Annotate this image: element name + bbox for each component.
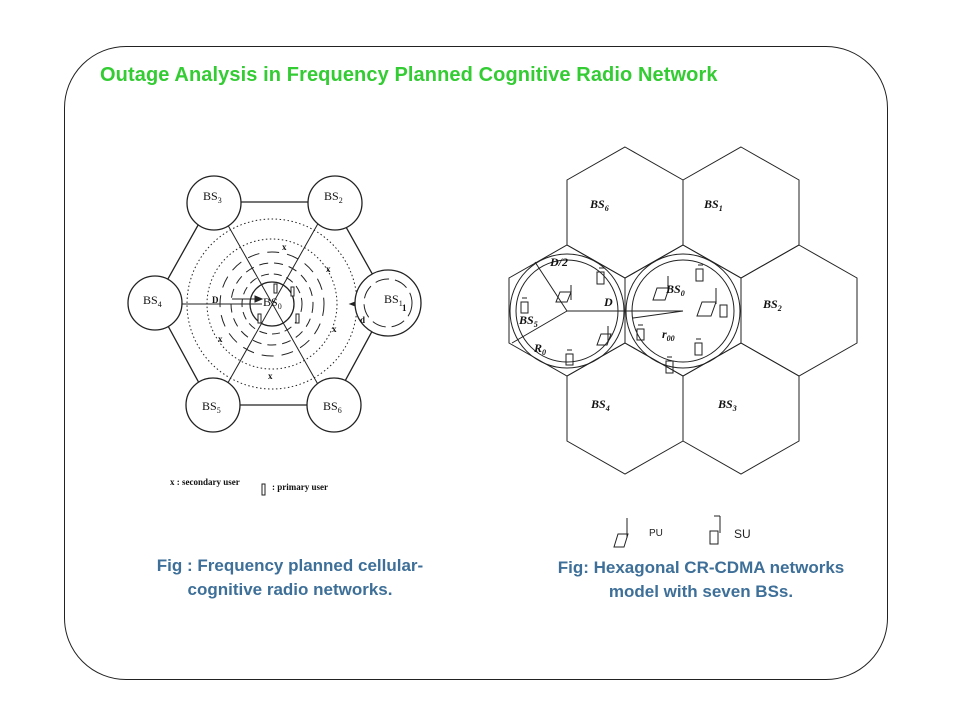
bs3-label: BS3 (203, 189, 222, 205)
right-figure-labels: BS6 BS1 BS2 BS0 BS5 BS4 BS3 D/2 D R0 r00… (518, 197, 782, 541)
su-symbol (719, 304, 728, 318)
left-figure (127, 175, 422, 496)
su-symbol (596, 267, 605, 285)
legend-pu-label: PU (649, 528, 663, 539)
bs5-circle (185, 377, 241, 433)
slide-title: Outage Analysis in Frequency Planned Cog… (100, 64, 718, 86)
caption-right-line1: Fig: Hexagonal CR-CDMA networks (557, 558, 845, 577)
caption-right-line2: model with seven BSs. (608, 582, 794, 601)
bs0-label: BS0 (263, 295, 282, 311)
primary-user-marker (290, 286, 295, 297)
bs4-circle (127, 275, 183, 331)
secondary-user-marker: x (268, 371, 273, 381)
radius-line-d-half (534, 261, 568, 312)
su-symbol (694, 338, 703, 356)
label-one: 1 (402, 303, 407, 313)
cell-label-bs3: BS3 (717, 397, 737, 413)
legend-secondary-user: x : secondary user (170, 477, 240, 487)
pu-symbol (596, 326, 612, 346)
bs6-label: BS6 (323, 399, 342, 415)
cell-label-bs6: BS6 (589, 197, 609, 213)
bs6-circle (306, 377, 362, 433)
cell-label-bs1: BS1 (703, 197, 723, 213)
secondary-user-marker: x (326, 264, 331, 274)
left-figure-labels: BS3 BS2 BS4 BS0 BS1 BS5 BS6 D d 1 x x x … (143, 189, 407, 492)
pu-symbol (555, 285, 572, 303)
pu-symbol (652, 276, 670, 301)
label-d-half: D/2 (549, 255, 568, 269)
label-big-d: D (212, 295, 219, 305)
cell-label-bs4: BS4 (590, 397, 610, 413)
label-small-d: d (360, 315, 365, 325)
legend-su-symbol (709, 515, 721, 545)
right-figure (508, 146, 858, 548)
su-symbol (520, 297, 529, 314)
caption-left-line1: Fig : Frequency planned cellular- (156, 556, 424, 575)
diagonal-line-2 (224, 219, 321, 389)
radius-line-r0 (511, 310, 568, 344)
bs1-circle (354, 269, 422, 337)
primary-user-marker (273, 283, 278, 294)
bs2-circle (307, 175, 363, 231)
bs2-label: BS2 (324, 189, 343, 205)
hex-cell-bs2 (740, 244, 858, 377)
arrow-to-center-head (254, 295, 264, 303)
bs4-label: BS4 (143, 293, 162, 309)
primary-user-marker (261, 483, 266, 496)
caption-left: Fig : Frequency planned cellular- cognit… (110, 554, 470, 602)
su-symbol (695, 264, 704, 282)
primary-user-marker (257, 313, 262, 324)
pu-symbol (696, 288, 717, 317)
bs3-circle (186, 175, 242, 231)
caption-right: Fig: Hexagonal CR-CDMA networks model wi… (515, 556, 887, 604)
hex-cell-bs6 (566, 146, 684, 279)
primary-user-marker (295, 313, 300, 324)
cell-label-bs0: BS0 (665, 282, 685, 298)
legend-su-label: SU (734, 527, 751, 541)
secondary-user-marker: x (218, 334, 223, 344)
secondary-user-marker: x (282, 242, 287, 252)
label-r00: r00 (662, 327, 675, 343)
slide-frame (64, 46, 888, 680)
bs5-label: BS5 (202, 399, 221, 415)
label-distance-d: D (603, 295, 613, 309)
legend-pu-symbol (613, 518, 629, 548)
secondary-user-marker: x (332, 324, 337, 334)
radius-line-r00 (632, 310, 684, 319)
caption-left-line2: cognitive radio networks. (187, 580, 393, 599)
bs1-label: BS1 (384, 292, 403, 308)
su-symbol (665, 356, 674, 374)
su-symbol (636, 324, 645, 341)
label-r0: R0 (533, 341, 546, 357)
hex-cell-bs1 (682, 146, 800, 279)
cell-label-bs2: BS2 (762, 297, 782, 313)
bs1-inner-ring (363, 278, 413, 328)
su-symbol (565, 349, 574, 366)
cell-label-bs5: BS5 (518, 313, 538, 329)
legend-primary-user: : primary user (272, 482, 328, 492)
coverage-circle-inner (206, 238, 338, 370)
hex-cell-bs3 (682, 342, 800, 475)
